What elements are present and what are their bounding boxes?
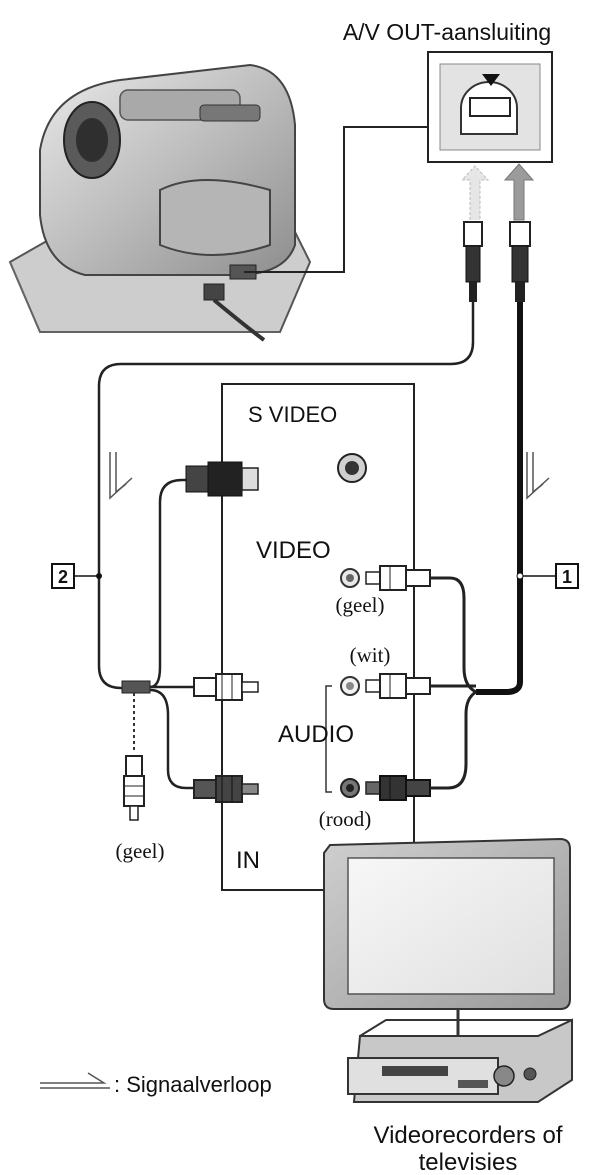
video-jack-icon xyxy=(340,568,360,588)
audio-red-plug-right xyxy=(365,775,431,801)
callout-2-number: 2 xyxy=(58,567,68,587)
callout-1-number: 1 xyxy=(562,567,572,587)
video-label: VIDEO xyxy=(256,537,331,564)
video-yellow-plug-unused xyxy=(123,755,145,821)
in-label: IN xyxy=(236,847,260,874)
white-label: (wit) xyxy=(350,643,391,667)
device-caption-line-2: televisies xyxy=(419,1149,518,1175)
yellow-label-right: (geel) xyxy=(336,593,385,617)
s-video-label: S VIDEO xyxy=(248,402,337,427)
audio-red-plug-left xyxy=(193,775,259,803)
av-out-label: A/V OUT-aansluiting xyxy=(343,19,551,45)
audio-white-plug-left xyxy=(193,673,259,701)
audio-bracket xyxy=(325,685,332,793)
red-label: (rood) xyxy=(319,807,371,831)
s-video-plug-icon xyxy=(185,461,259,497)
signal-flow-arrow-icon xyxy=(109,452,133,500)
signal-flow-arrow-icon xyxy=(40,1072,107,1084)
audio-right-jack-icon xyxy=(340,778,360,798)
cable-2-branches xyxy=(121,478,194,790)
cable-2-line xyxy=(97,302,475,690)
cable-2-plug-top xyxy=(463,221,483,302)
video-yellow-plug-right xyxy=(365,565,431,591)
flat-tv-icon xyxy=(323,837,571,1036)
insertion-arrows xyxy=(460,163,535,221)
signal-flow-arrow-icon xyxy=(526,452,550,500)
audio-white-plug-right xyxy=(365,673,431,699)
dock-to-port-line xyxy=(244,126,428,273)
yellow-label-left: (geel) xyxy=(116,839,165,863)
audio-label: AUDIO xyxy=(278,721,354,748)
legend-label: : Signaalverloop xyxy=(114,1072,272,1097)
cable-1-branches xyxy=(430,576,477,790)
av-out-port-icon xyxy=(427,51,553,163)
s-video-jack-icon xyxy=(337,453,367,483)
camcorder-on-dock-icon xyxy=(8,63,312,342)
cable-1-plug-top xyxy=(509,221,531,302)
cable-1-line xyxy=(476,302,523,695)
audio-left-jack-icon xyxy=(340,676,360,696)
signal-flow-legend: : Signaalverloop xyxy=(40,1072,272,1097)
device-caption-line-1: Videorecorders of xyxy=(374,1122,563,1149)
vcr-icon xyxy=(347,1018,573,1103)
